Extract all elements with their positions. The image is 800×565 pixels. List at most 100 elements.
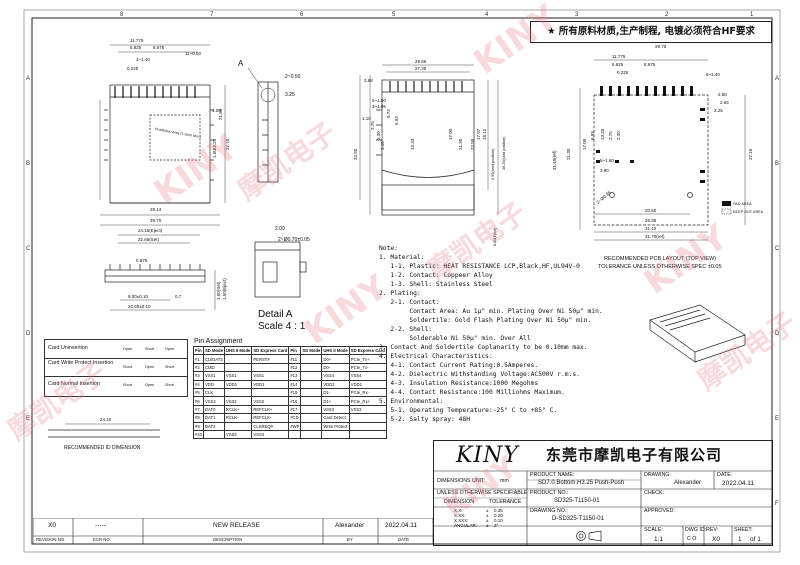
legend-row: Card Normal Insertion Short Open Short bbox=[45, 376, 187, 394]
front-dims: 28.66 27.35 2.88 6.93 5.73 13.33 17.00 2… bbox=[353, 59, 506, 246]
note-line: 4. Electrical Characteristics: bbox=[379, 353, 493, 360]
pin-assignment-title: Pin Assignment bbox=[194, 338, 243, 345]
pin-table-cell bbox=[300, 421, 323, 431]
pin-table-cell: #7 bbox=[193, 404, 204, 415]
pin-table-cell: VSS1 bbox=[203, 371, 225, 381]
switch-state: Short bbox=[165, 365, 175, 369]
company-name: 东莞市摩凯电子有限公司 bbox=[546, 446, 723, 464]
note-line: 1-3. Shell: Stainless Steel bbox=[379, 281, 493, 288]
detail-scale: Scale 4 : 1 bbox=[258, 321, 306, 332]
pin-table-cell bbox=[300, 413, 323, 423]
dim-text: 2.58 bbox=[718, 92, 727, 97]
unless-label: UNLESS OTHERWISE SPECIFIABLE bbox=[437, 490, 528, 496]
dim-text: 6.825 bbox=[130, 45, 142, 50]
pin-table-cell: DAT2 bbox=[203, 421, 225, 431]
rev-no: X0 bbox=[48, 522, 56, 529]
note-line: 2-2. Shell: bbox=[379, 326, 433, 333]
pin-table-cell: SD Mode bbox=[300, 345, 323, 356]
hdr-revision: REVISION NO. bbox=[36, 537, 66, 542]
top-left-dims: 11.775 6.825 8.675 4~1.40 11~0.50 0.225 … bbox=[127, 38, 230, 223]
pin-table-cell: Pin bbox=[193, 345, 204, 356]
svg-text:D: D bbox=[26, 331, 31, 337]
pin-table-cell: VSS2 bbox=[251, 396, 290, 406]
sheet-value: 1 bbox=[738, 536, 742, 543]
legend-row-label: Card Uninsertion bbox=[48, 345, 88, 351]
svg-text:2: 2 bbox=[665, 12, 669, 18]
tolerance-cell: 0.20 bbox=[494, 513, 503, 518]
dim-text: 4~1.40 bbox=[136, 57, 150, 62]
ecr-no: ----- bbox=[95, 522, 106, 529]
note-line: 1-2. Contact: Coppeer Alloy bbox=[379, 272, 493, 279]
dim-text: 31.70(ref) bbox=[645, 234, 665, 239]
hf-requirement-banner: ★ 所有原料材质,生产制程, 电镀必须符合HF要求 bbox=[530, 21, 772, 43]
tolerance-cell: ± bbox=[486, 523, 489, 528]
border-frame bbox=[31, 17, 773, 545]
dim-text: 17.00 bbox=[448, 128, 453, 140]
svg-text:5: 5 bbox=[392, 12, 396, 18]
pin-table-cell: #11 bbox=[288, 354, 302, 364]
dim-text: 2~Ø0.70±0.05 bbox=[278, 237, 310, 243]
title-block-grid bbox=[434, 470, 772, 545]
pin-table-cell: CLK bbox=[203, 387, 225, 398]
drawing-no: D-SD325-T1150-01 bbox=[552, 516, 604, 522]
note-line: Note: bbox=[379, 245, 398, 252]
pin-table-cell: D1- bbox=[321, 387, 350, 398]
dim-text: 31.10 bbox=[645, 226, 657, 231]
pin-table-cell: VSS2 bbox=[203, 396, 225, 406]
pin-table-cell: VSS3 bbox=[223, 429, 253, 440]
note-line: 4-4. Contact Resistance:100 Milliohms Ma… bbox=[379, 389, 565, 396]
pin-table-cell: REFCLK- bbox=[251, 413, 290, 423]
pin-table-cell: #13 bbox=[288, 371, 302, 381]
pin-table-cell: #1 bbox=[193, 354, 204, 364]
tolerance-label: TOLERANCE bbox=[489, 499, 522, 505]
legend-pad: PAD AREA bbox=[733, 202, 752, 206]
pin-table-cell bbox=[300, 396, 323, 406]
card-state-legend: Card Uninsertion Open Short Open Card Wr… bbox=[44, 339, 188, 397]
pin-table-cell: VSS1 bbox=[251, 371, 290, 381]
detail-a-view bbox=[254, 241, 307, 298]
dim-text: 13.33 bbox=[410, 138, 415, 150]
pin-table-cell: #12 bbox=[288, 362, 302, 373]
pin-table-cell: VSS3 bbox=[251, 429, 290, 440]
isometric-view bbox=[649, 304, 746, 363]
switch-state: Open bbox=[123, 347, 133, 351]
dim-text: 0.225 bbox=[617, 70, 629, 75]
dim-text: 3.10 bbox=[380, 141, 385, 150]
notes-block: Note:1. Material: 1-1. Plastic: HEAT RES… bbox=[379, 244, 679, 424]
pin-table-cell bbox=[288, 429, 302, 440]
dim-text: 1.50(Set) bbox=[216, 281, 221, 300]
pin-table-cell: VSS3 bbox=[321, 404, 350, 415]
dim-text: 11.775 bbox=[130, 38, 144, 43]
note-line: 4-1. Contact Current Rating:0.5Amperes. bbox=[379, 362, 539, 369]
note-line: 2. Plating: bbox=[379, 290, 421, 297]
pin-table-cell bbox=[251, 362, 290, 373]
dimension-label: DIMENSION bbox=[444, 499, 475, 505]
dim-text: 28.14 bbox=[150, 207, 162, 212]
note-line: 5. Environmental: bbox=[379, 398, 444, 405]
product-name-label: PRODUCT NAME: bbox=[530, 472, 575, 478]
dim-text: 5~1.60 bbox=[372, 98, 386, 103]
switch-state: Short bbox=[123, 383, 133, 387]
switch-state: Short bbox=[123, 365, 133, 369]
dim-text: 22.50 bbox=[470, 138, 475, 150]
dim-text: 2.25 bbox=[714, 108, 723, 113]
note-line: 1. Material: bbox=[379, 254, 425, 261]
pin-table-cell bbox=[300, 429, 323, 440]
hdr-by: BY bbox=[347, 537, 353, 542]
note-line: 5-1. Operating Temperature:-25° C to +85… bbox=[379, 407, 558, 414]
pin-table-cell: VSS1 bbox=[223, 371, 253, 381]
dim-text: 24.15(Eject) bbox=[138, 228, 163, 233]
svg-text:C: C bbox=[26, 246, 31, 252]
pin-table-cell: SD Mode bbox=[203, 345, 225, 356]
note-line: 4-2. Dielectric Withstanding Voltage:AC5… bbox=[379, 371, 580, 378]
tolerance-cell: X.X: bbox=[454, 508, 463, 513]
pin-table-cell: CD/DAT3 bbox=[203, 354, 225, 364]
pin-table-cell: #17 bbox=[288, 404, 302, 415]
pin-table-cell: DAT0 bbox=[203, 404, 225, 415]
drawing-no-label: DRAWING NO.: bbox=[530, 508, 568, 514]
dim-text: 18.12 bbox=[482, 128, 487, 140]
